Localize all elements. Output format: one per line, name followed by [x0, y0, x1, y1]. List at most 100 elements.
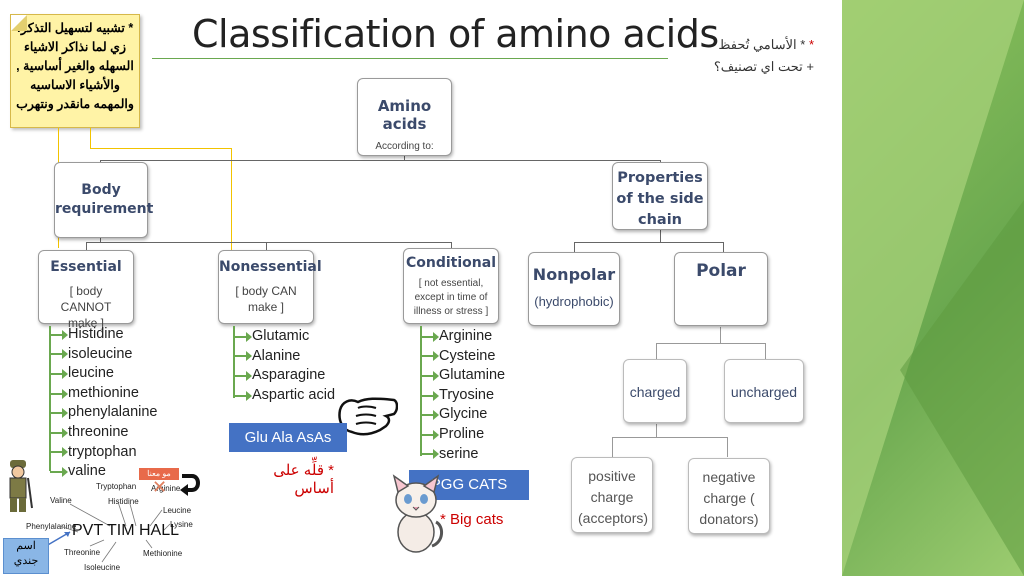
- node-subtitle: [ body CANNOT make ]: [60, 284, 112, 330]
- arrow-right-icon: [50, 427, 68, 438]
- arrow-right-icon: [50, 388, 68, 399]
- mnemonic-sticky-note: * تشبيه لتسهيل التذكر: زي لما نذاكر الاش…: [10, 14, 140, 128]
- list-item: Glutamine: [421, 366, 505, 386]
- list-item: Alanine: [234, 347, 335, 367]
- soldier-illustration-icon: [9, 460, 33, 512]
- list-connector: [49, 326, 51, 471]
- list-item: valine: [50, 462, 158, 482]
- polar-node: Polar: [674, 252, 768, 326]
- list-item-label: Alanine: [252, 347, 301, 364]
- list-item-label: serine: [439, 445, 479, 462]
- arrow-right-icon: [234, 351, 252, 362]
- note-line: والأشياء الاساسيه: [30, 78, 120, 92]
- title-underline: [152, 58, 668, 59]
- list-item-label: Asparagine: [252, 367, 326, 384]
- essential-amino-acid-list: Histidine isoleucine leucine methionine …: [50, 325, 158, 482]
- page-fold-icon: [11, 15, 27, 31]
- tree-line: [404, 156, 405, 161]
- list-item: Proline: [421, 425, 505, 445]
- arrow-right-icon: [50, 329, 68, 340]
- node-title: Essential: [50, 259, 122, 275]
- mnemonic-node: Valine: [50, 496, 72, 505]
- list-item: leucine: [50, 364, 158, 384]
- node-title: Polar: [696, 261, 746, 281]
- node-title: negative charge ( donators): [699, 469, 759, 527]
- memorize-note: * * الأسامي تُحفظ + تحت اي تصنيف؟: [644, 34, 814, 78]
- arrow-right-icon: [421, 370, 439, 381]
- mnemonic-node: Phenylalanine: [26, 522, 77, 531]
- note-line: زي لما نذاكر الاشياء: [24, 40, 126, 54]
- mnemonic-glu-ala-asas: Glu Ala AsAs: [229, 423, 347, 452]
- pointing-hand-icon: [338, 397, 398, 436]
- list-item: Asparagine: [234, 366, 335, 386]
- node-subtitle: [ body CAN make ]: [235, 284, 297, 314]
- node-title: Properties of the side chain: [616, 170, 704, 228]
- tree-line: [723, 242, 724, 252]
- list-item-label: methionine: [68, 384, 139, 401]
- mnemonic-node: Leucine: [163, 506, 192, 515]
- arrow-right-icon: [50, 447, 68, 458]
- list-item: tryptophan: [50, 443, 158, 463]
- node-title: positive charge (acceptors): [578, 468, 649, 526]
- page-title: Classification of amino acids: [192, 12, 719, 56]
- cat-illustration-icon: [392, 474, 443, 553]
- arrow-right-icon: [50, 368, 68, 379]
- node-subtitle: (hydrophobic): [534, 294, 614, 309]
- essential-node: Essential [ body CANNOT make ]: [38, 250, 134, 330]
- list-item: Glutamic: [234, 327, 335, 347]
- decorative-triangle: [900, 200, 1024, 576]
- conditional-node: Conditional [ not essential, except in t…: [403, 248, 499, 324]
- yellow-connector: [90, 148, 232, 149]
- tree-line: [720, 327, 721, 343]
- tree-line: [656, 343, 657, 359]
- list-item-label: Arginine: [439, 328, 493, 344]
- list-item: Arginine: [421, 327, 505, 347]
- tree-line: [86, 242, 87, 250]
- tree-line: [612, 437, 613, 457]
- side-chain-properties-node: Properties of the side chain: [612, 162, 708, 230]
- yellow-connector: [231, 148, 232, 250]
- nonessential-node: Nonessential [ body CAN make ]: [218, 250, 322, 324]
- positive-charge-node: positive charge (acceptors): [571, 457, 653, 533]
- list-item-label: phenylalanine: [68, 404, 158, 421]
- mnemonic-note: * قلِّه على أساس: [273, 462, 334, 497]
- list-item-label: Proline: [439, 425, 485, 442]
- tree-line: [100, 160, 101, 163]
- mnemonic-node: Methionine: [143, 549, 183, 558]
- arrow-right-icon: [421, 429, 439, 440]
- arrow-right-icon: [50, 466, 68, 477]
- list-item: methionine: [50, 384, 158, 404]
- node-title: uncharged: [730, 384, 798, 400]
- arrow-right-icon: [421, 331, 439, 342]
- tree-line: [100, 238, 101, 243]
- list-item: Glycine: [421, 405, 505, 425]
- arrow-right-icon: [234, 331, 252, 342]
- tree-line: [765, 343, 766, 359]
- curved-arrow-icon: [180, 474, 200, 496]
- arrow-right-icon: [421, 390, 439, 401]
- mnemonic-pvt-tim-hall: PVT TIM HALL: [72, 522, 179, 539]
- cross-mark-icon: ✕: [152, 477, 168, 497]
- list-item: Aspartic acid: [234, 386, 335, 406]
- list-item-label: valine: [68, 463, 106, 480]
- note-line: + تحت اي تصنيف؟: [713, 59, 814, 74]
- tree-line: [656, 343, 766, 344]
- arrow-icon: [45, 531, 71, 547]
- node-title: Conditional: [405, 255, 496, 271]
- arrow-right-icon: [234, 370, 252, 381]
- arrow-right-icon: [50, 408, 68, 419]
- negative-charge-node: negative charge ( donators): [688, 458, 770, 534]
- tree-line: [660, 230, 661, 243]
- badge-line: اسم: [16, 540, 36, 552]
- tree-line: [451, 242, 452, 248]
- badge-line: جندي: [13, 555, 39, 567]
- list-item-label: isoleucine: [68, 345, 133, 362]
- tree-line: [86, 242, 452, 243]
- nonpolar-node: Nonpolar (hydrophobic): [528, 252, 620, 326]
- tree-line: [574, 242, 724, 243]
- node-title: charged: [629, 384, 681, 400]
- list-item-label: Glycine: [439, 406, 488, 423]
- list-item-label: Cysteine: [439, 347, 496, 364]
- mnemonic-node: Tryptophan: [96, 482, 137, 491]
- nonessential-amino-acid-list: Glutamic Alanine Asparagine Aspartic aci…: [234, 327, 335, 405]
